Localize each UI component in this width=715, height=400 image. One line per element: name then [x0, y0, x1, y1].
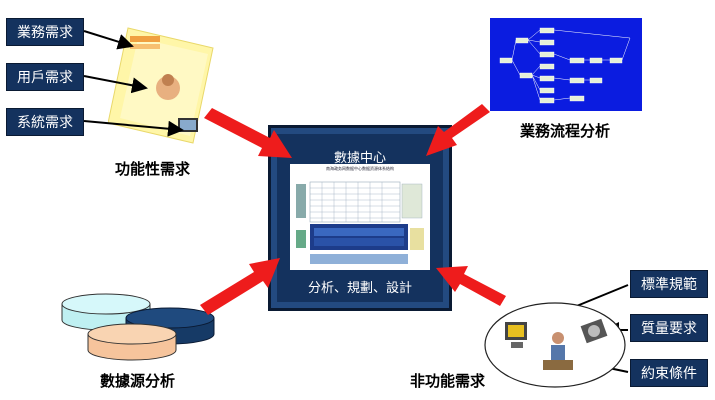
arrow-datasource-to-center	[200, 258, 280, 315]
system-requirements-label: 系統需求	[6, 108, 84, 136]
standards-label: 標準規範	[630, 270, 708, 298]
constraints-label: 約束條件	[630, 359, 708, 387]
functional-requirements-caption: 功能性需求	[115, 160, 191, 178]
architecture-diagram: 南海政务网数据中心数据资源体系结构	[290, 164, 430, 270]
quality-requirements-label: 質量要求	[630, 314, 708, 342]
business-process-flowchart	[490, 18, 642, 111]
requirements-illustration	[107, 18, 228, 148]
data-source-caption: 數據源分析	[100, 372, 176, 390]
business-requirements-label: 業務需求	[6, 18, 84, 46]
arrow-process-to-center	[426, 104, 490, 156]
arrow-functional-to-center	[204, 108, 292, 158]
data-center-subtitle: 分析、規劃、設計	[307, 281, 412, 296]
business-process-caption: 業務流程分析	[520, 122, 611, 140]
non-functional-illustration	[484, 302, 626, 388]
user-requirements-label: 用戶需求	[6, 63, 84, 91]
architecture-heading: 南海政务网数据中心数据资源体系结构	[326, 166, 394, 171]
data-center-title: 數據中心	[333, 151, 386, 166]
data-source-cylinders	[61, 293, 215, 361]
arrow-nonfunctional-to-center	[436, 266, 506, 306]
non-functional-caption: 非功能需求	[410, 372, 486, 390]
